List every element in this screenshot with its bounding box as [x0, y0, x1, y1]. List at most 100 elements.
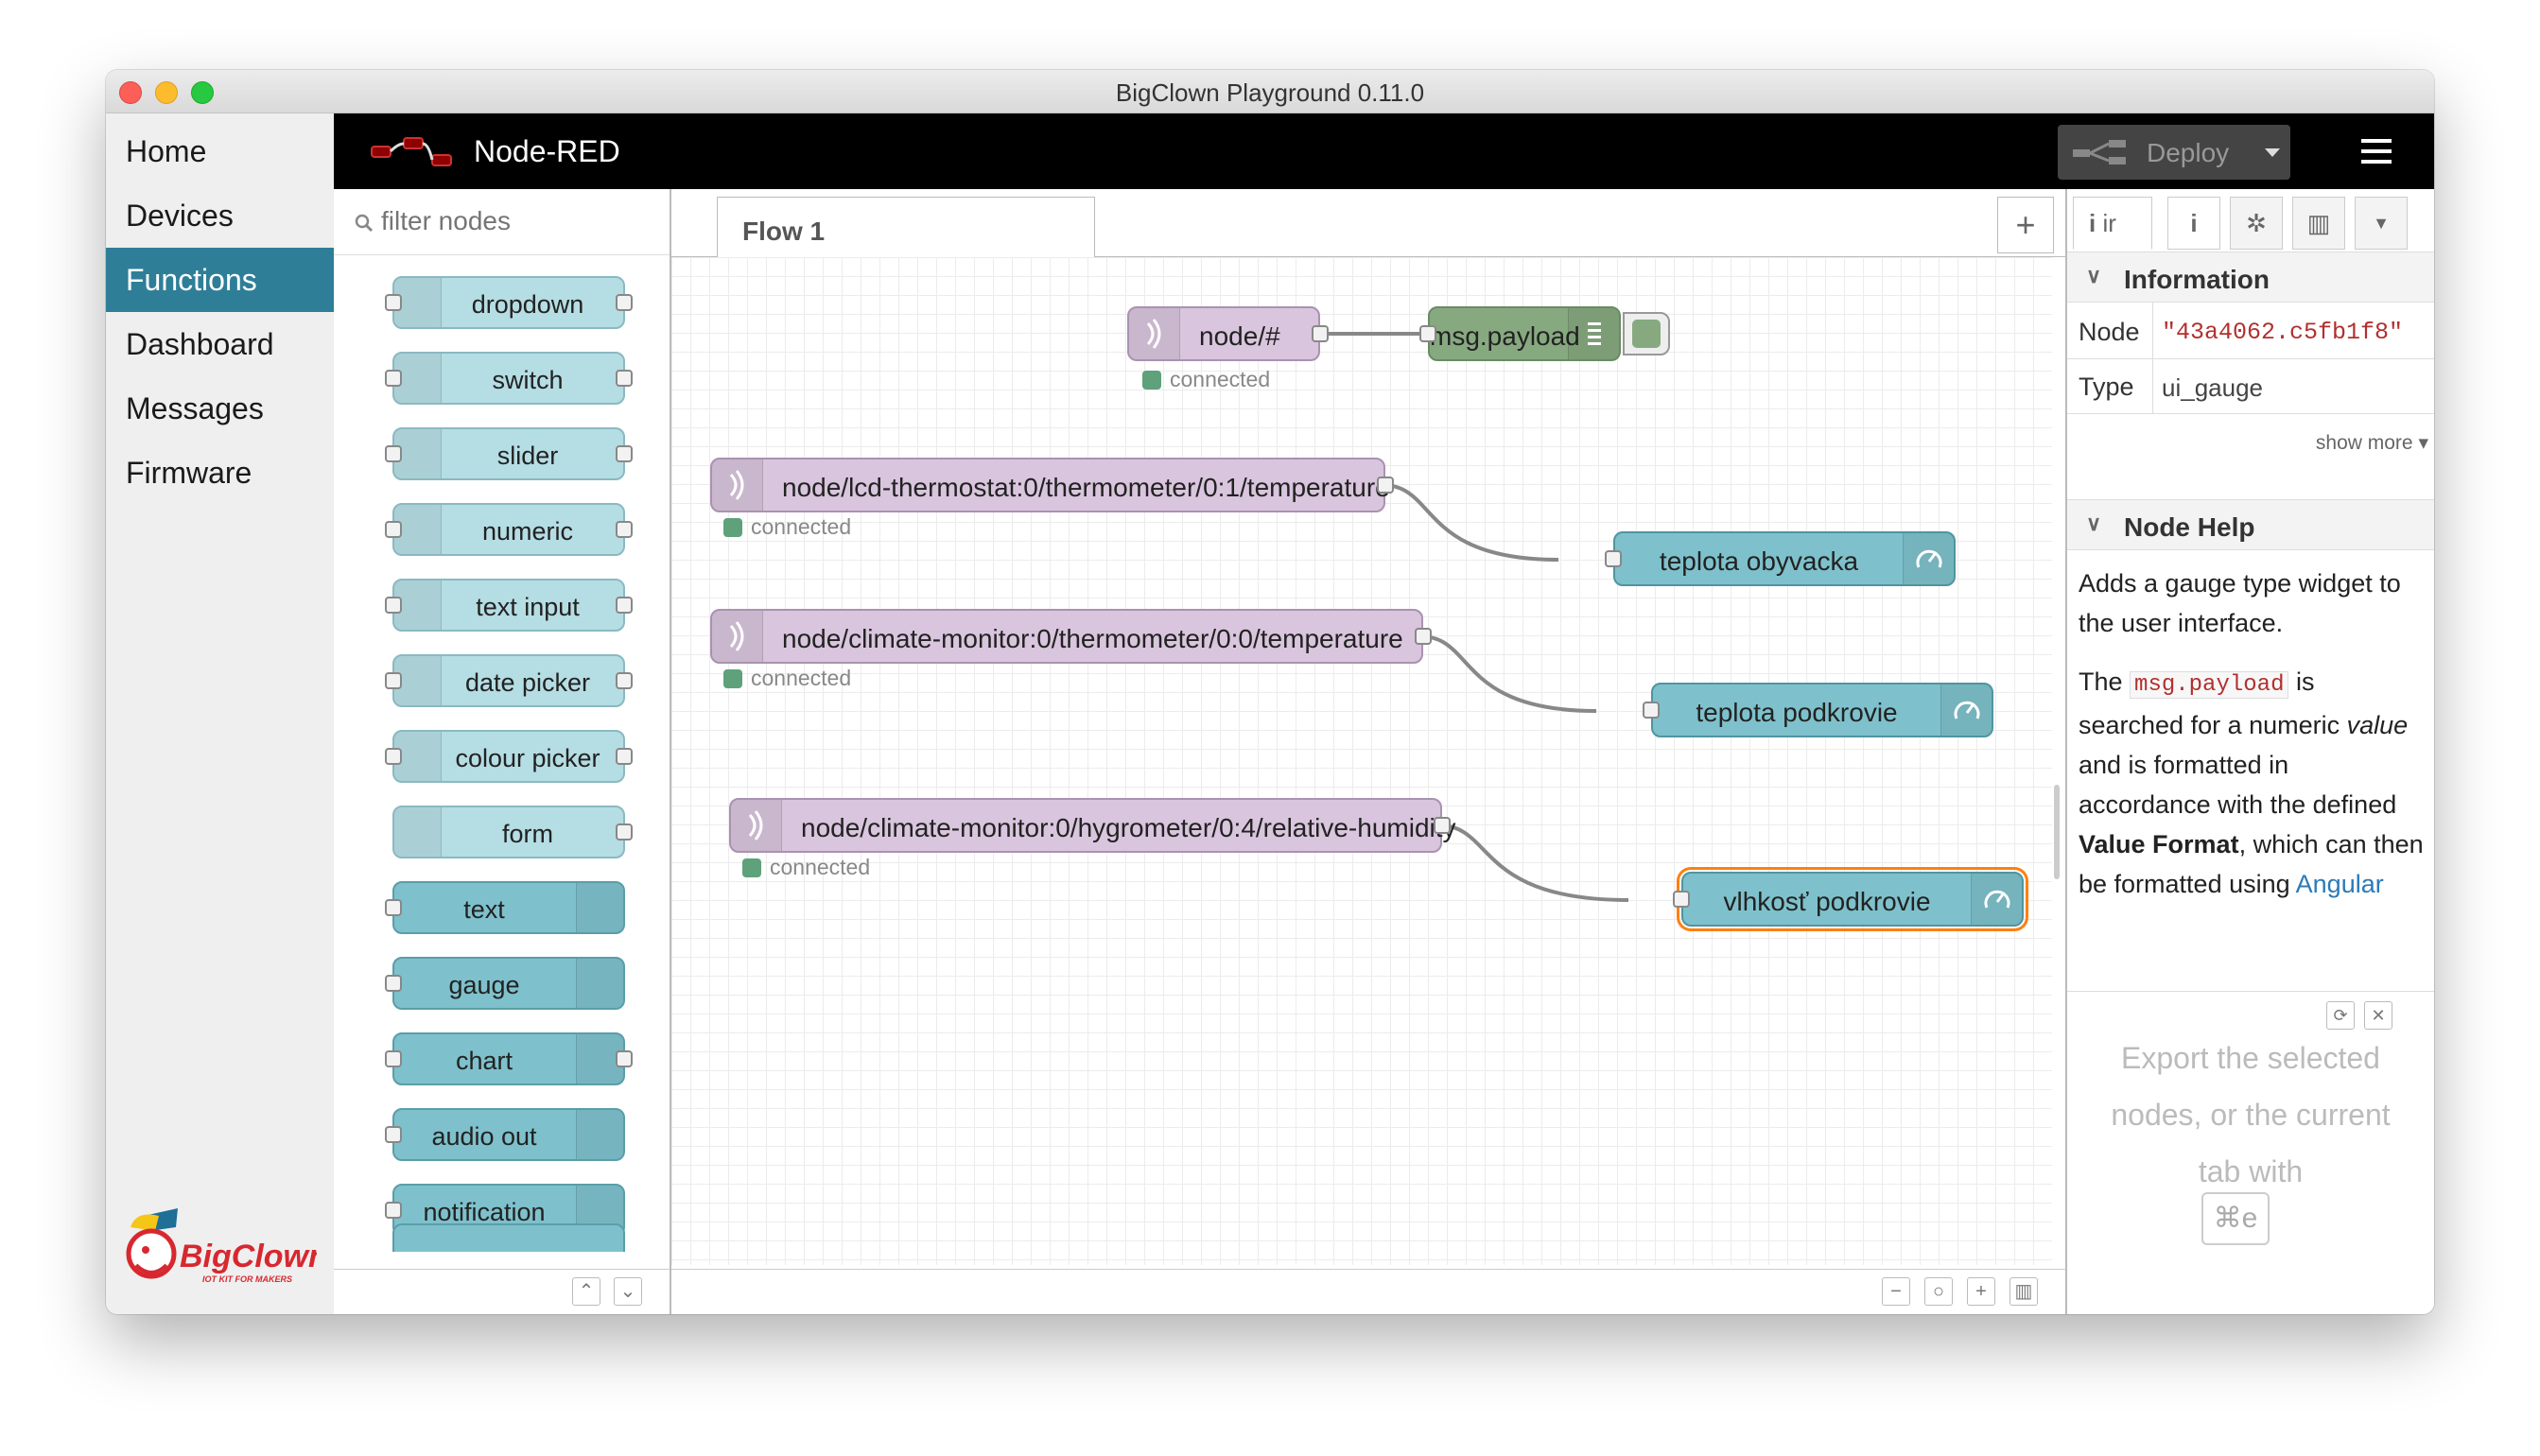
gauge-icon	[1903, 533, 1954, 584]
wire-thermostat-to-obyvacka[interactable]	[1382, 483, 1559, 562]
numeric-icon	[394, 505, 442, 554]
navigator-map-icon[interactable]: ▥	[2009, 1277, 2038, 1306]
show-more-link[interactable]: show more ▾	[2315, 432, 2428, 454]
debug-toggle-button[interactable]	[1623, 312, 1670, 355]
information-section-header[interactable]: ∨ Information	[2067, 251, 2434, 303]
flow-node-gauge-vlhkost[interactable]: vlhkosť podkrovie	[1673, 867, 2028, 931]
flow-node-debug[interactable]: msg.payload	[1419, 306, 1670, 361]
palette-node-date-picker[interactable]: date picker	[385, 654, 633, 707]
wire-climate-temp-to-podkrovie[interactable]	[1419, 634, 1597, 713]
palette-node-numeric[interactable]: numeric	[385, 503, 633, 556]
angular-filters-link[interactable]: Angular	[2295, 870, 2384, 898]
refresh-icon[interactable]: ⟳	[2326, 1001, 2355, 1030]
type-value: ui_gauge	[2162, 373, 2263, 402]
flow-node-mqtt-all[interactable]: node/#	[1127, 306, 1329, 361]
dashboard-chart-icon[interactable]: ▥	[2292, 197, 2345, 250]
palette-node-form[interactable]: form	[392, 806, 633, 858]
flow-node-mqtt-thermostat[interactable]: node/lcd-thermostat:0/thermometer/0:1/te…	[710, 458, 1394, 512]
palette-node-gauge[interactable]: gauge	[385, 957, 625, 1010]
sidebar-item-dashboard[interactable]: Dashboard	[126, 327, 274, 361]
output-port[interactable]	[1415, 628, 1432, 645]
sidebar-item-functions[interactable]: Functions	[106, 248, 334, 312]
input-port	[385, 521, 402, 538]
add-flow-button[interactable]: +	[1997, 197, 2054, 253]
palette-node-colour-picker[interactable]: colour picker	[385, 730, 633, 783]
zoom-window-button[interactable]	[191, 81, 214, 104]
palette-node-audio-out[interactable]: audio out	[385, 1108, 625, 1161]
gauge-icon	[576, 959, 623, 1008]
debug-bug-icon[interactable]: ✲	[2230, 197, 2283, 250]
deploy-button[interactable]: Deploy	[2058, 125, 2290, 180]
flow-canvas[interactable]: node/# connected msg.payload node/lcd-therm…	[671, 257, 2052, 1265]
input-port	[385, 899, 402, 916]
output-port[interactable]	[1312, 325, 1329, 342]
sidebar-item-messages[interactable]: Messages	[126, 391, 264, 425]
tab-info-active[interactable]: i ir	[2073, 197, 2152, 250]
zoom-out-button[interactable]: −	[1882, 1277, 1910, 1306]
output-port[interactable]	[1377, 477, 1394, 494]
info-sidebar: i ir i ✲ ▥ ▼ ∨ Information Node "43a4062…	[2065, 189, 2434, 1314]
audio-icon	[576, 1110, 623, 1159]
type-key: Type	[2079, 373, 2134, 401]
output-port	[616, 597, 633, 614]
output-port	[616, 823, 633, 841]
node-help-section-header[interactable]: ∨ Node Help	[2067, 499, 2434, 550]
close-icon[interactable]: ✕	[2364, 1001, 2392, 1030]
flow-node-gauge-podkrovie[interactable]: teplota podkrovie	[1643, 683, 1993, 737]
info-icon[interactable]: i	[2167, 197, 2220, 250]
output-port	[616, 294, 633, 311]
export-hint-panel: ⟳ ✕ Export the selected nodes, or the cu…	[2067, 991, 2434, 1265]
help-paragraph-1: Adds a gauge type widget to the user int…	[2079, 569, 2401, 637]
palette-node-switch[interactable]: switch	[385, 352, 633, 405]
sidebar-item-firmware[interactable]: Firmware	[126, 456, 252, 490]
collapse-all-button[interactable]: ⌃	[572, 1277, 600, 1306]
zoom-in-button[interactable]: +	[1967, 1277, 1995, 1306]
close-window-button[interactable]	[119, 81, 142, 104]
palette-node-dropdown[interactable]: dropdown	[385, 276, 633, 329]
caret-down-icon[interactable]	[2264, 147, 2281, 159]
sidebar-item-devices[interactable]: Devices	[126, 199, 234, 233]
node-id-value: "43a4062.c5fb1f8"	[2162, 319, 2404, 346]
palette-footer: ⌃ ⌄	[334, 1269, 670, 1314]
wire-climate-hum-to-vlhkost[interactable]	[1438, 823, 1629, 902]
sidebar-item-home[interactable]: Home	[126, 134, 207, 168]
menu-icon[interactable]	[2359, 134, 2393, 168]
flow-node-mqtt-climate-hum[interactable]: node/climate-monitor:0/hygrometer/0:4/re…	[729, 798, 1456, 853]
output-port[interactable]	[1434, 817, 1451, 834]
expand-all-button[interactable]: ⌄	[614, 1277, 642, 1306]
palette-node-partial[interactable]	[392, 1223, 625, 1252]
palette-node-chart[interactable]: chart	[385, 1032, 633, 1085]
minimize-window-button[interactable]	[155, 81, 178, 104]
input-port[interactable]	[1643, 702, 1660, 719]
input-port	[385, 1126, 402, 1143]
output-port	[616, 1050, 633, 1067]
workspace-tabs: Flow 1 +	[671, 189, 2065, 258]
flow-node-gauge-obyvacka[interactable]: teplota obyvacka	[1605, 531, 1956, 586]
output-port	[616, 748, 633, 765]
search-icon	[355, 214, 374, 233]
input-port[interactable]	[1419, 325, 1436, 342]
canvas-scrollbar[interactable]	[2054, 785, 2060, 879]
palette-node-text-input[interactable]: text input	[385, 579, 633, 632]
tab-flow-1[interactable]: Flow 1	[717, 197, 1095, 258]
node-status-connected: connected	[742, 855, 870, 880]
chevron-down-icon: ∨	[2086, 511, 2102, 535]
flow-node-mqtt-climate-temp[interactable]: node/climate-monitor:0/thermometer/0:0/t…	[710, 609, 1432, 664]
text-icon	[576, 883, 623, 932]
status-dot-icon	[723, 518, 742, 537]
status-dot-icon	[742, 858, 761, 877]
zoom-reset-button[interactable]: ○	[1924, 1277, 1953, 1306]
deploy-icon	[2073, 140, 2126, 165]
status-dot-icon	[1142, 371, 1161, 390]
slider-icon	[394, 429, 442, 478]
node-status-connected: connected	[1142, 367, 1270, 392]
palette-node-slider[interactable]: slider	[385, 427, 633, 480]
filter-nodes-input[interactable]	[381, 206, 655, 236]
palette-node-text[interactable]: text	[385, 881, 625, 934]
input-port[interactable]	[1673, 891, 1690, 908]
node-type-row: Type ui_gauge	[2067, 359, 2434, 414]
wires	[1318, 332, 1629, 902]
input-port[interactable]	[1605, 550, 1622, 567]
sidebar-tabs-dropdown-icon[interactable]: ▼	[2355, 197, 2408, 250]
input-port	[385, 445, 402, 462]
